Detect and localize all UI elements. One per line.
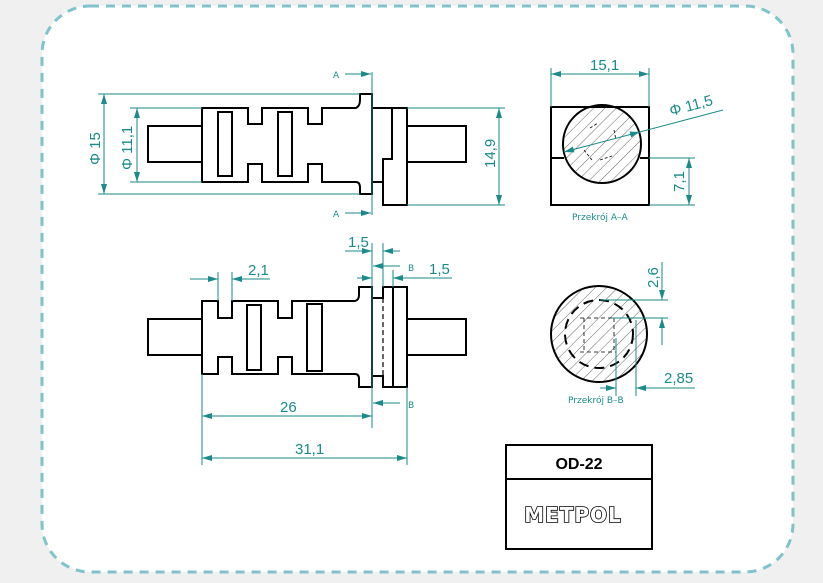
section-a-a: 15,1 Φ 11,5 7,1 Przekrój A–A — [550, 57, 724, 223]
dim-section-b-1: 2,6 — [645, 267, 662, 288]
dim-length-2: 31,1 — [295, 441, 324, 458]
front-view: A A Φ 15 Φ 11,1 14,9 — [87, 71, 505, 220]
bottom-view: B B 2,1 1,5 1,5 26 31,1 — [147, 234, 467, 465]
title-block: OD-22 METPOL — [505, 444, 653, 550]
section-b-caption: Przekrój B–B — [568, 395, 624, 406]
drawing-frame — [40, 4, 795, 574]
dim-length-1: 26 — [280, 399, 297, 416]
dim-inner-diameter: Φ 11,1 — [119, 126, 136, 170]
section-marker-a-bottom: A — [333, 210, 340, 220]
dim-gap-2: 1,5 — [429, 261, 450, 278]
metpol-logo: METPOL — [524, 503, 622, 527]
part-number: OD-22 — [555, 456, 602, 473]
section-marker-b-bottom: B — [408, 401, 414, 411]
section-marker-a-top: A — [333, 71, 340, 81]
dim-section-b-2: 2,85 — [664, 370, 693, 387]
dim-height: 14,9 — [482, 139, 499, 168]
dim-groove: 2,1 — [248, 262, 269, 279]
section-marker-b-top: B — [408, 264, 414, 274]
section-b-b: 2,6 2,85 Przekrój B–B — [550, 262, 695, 406]
section-a-caption: Przekrój A–A — [572, 212, 628, 223]
dim-width: 15,1 — [590, 57, 619, 74]
dim-outer-diameter: Φ 15 — [87, 132, 104, 165]
dim-gap-1: 1,5 — [348, 234, 369, 251]
dim-half-height: 7,1 — [671, 171, 688, 192]
